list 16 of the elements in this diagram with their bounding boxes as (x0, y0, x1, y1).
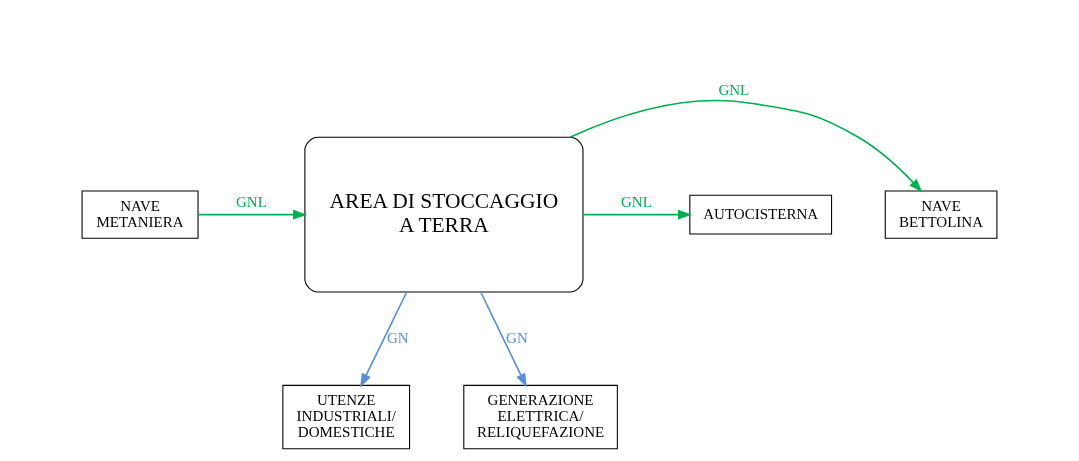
arrow (582, 209, 692, 219)
edge-label: GNL (718, 81, 750, 98)
node-box: UTENZE INDUSTRIALI/ DOMESTICHE (282, 384, 411, 449)
node-box: AREA DI STOCCAGGIO A TERRA (304, 136, 584, 292)
arrow (360, 290, 408, 388)
edge-label: GN (386, 329, 409, 346)
node-box: NAVE METANIERA (81, 189, 199, 239)
arrow (197, 209, 308, 219)
node-box: GENERAZIONE ELETTRICA/ RELIQUEFAZIONE (463, 384, 618, 449)
arrow (569, 99, 923, 192)
edge-label: GNL (620, 193, 652, 210)
node-box: NAVE BETTOLINA (884, 189, 998, 239)
arrow (479, 290, 527, 388)
node-box: AUTOCISTERNA (689, 194, 833, 234)
edge-label: GN (506, 329, 528, 346)
edge-label: GNL (236, 193, 267, 210)
